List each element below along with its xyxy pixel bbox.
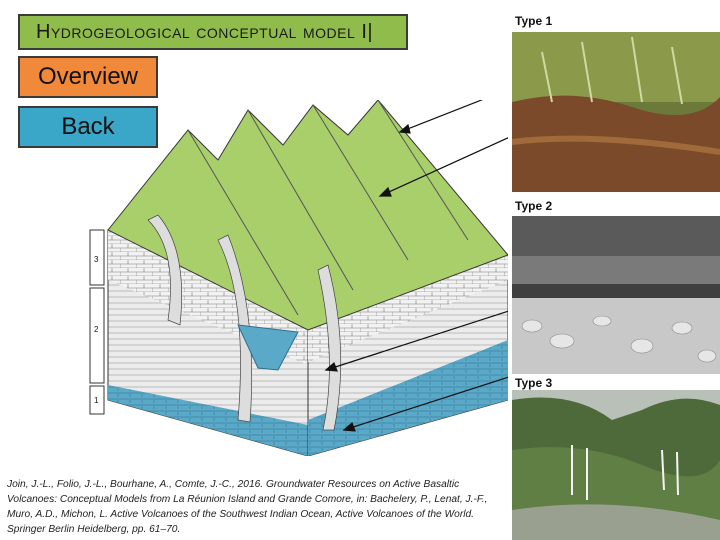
arrow-type-3b <box>343 376 508 431</box>
photo-type-3 <box>512 390 720 540</box>
ridge-lines <box>187 100 469 316</box>
zone-label-1: 1 <box>94 396 99 405</box>
gully-3 <box>317 264 342 431</box>
arrow-type-2-head <box>378 186 392 197</box>
slide-title-text: Hydrogeological conceptual model I <box>36 20 368 43</box>
photo-label-type-1: Type 1 <box>515 14 553 28</box>
callout-arrows <box>324 100 508 432</box>
right-saturated-zone <box>308 340 508 456</box>
right-brick-zone <box>308 255 508 362</box>
arrow-type-1-head <box>398 123 411 134</box>
arrow-type-3 <box>325 310 508 371</box>
gully-2 <box>217 234 253 423</box>
gully-1 <box>147 214 183 326</box>
photo-label-type-3: Type 3 <box>515 376 553 390</box>
zone-label-3: 3 <box>94 255 99 264</box>
perched-aquifer <box>237 324 299 371</box>
photo-type-2 <box>512 216 720 374</box>
citation-text: Join, J.-L., Folio, J.-L., Bourhane, A.,… <box>7 479 488 535</box>
arrow-type-2 <box>379 137 508 197</box>
back-button[interactable]: Back <box>18 106 158 148</box>
front-saturated-zone <box>108 385 308 456</box>
slide-title: Hydrogeological conceptual model I| <box>18 14 408 50</box>
zone-scale-2 <box>89 287 105 384</box>
overview-button[interactable]: Overview <box>18 56 158 98</box>
block-diagram: 3 2 1 <box>89 100 508 456</box>
zone-scale-1 <box>89 385 105 415</box>
arrow-type-1 <box>399 100 484 133</box>
photo-label-type-2: Type 2 <box>515 199 553 213</box>
title-cursor: | <box>367 20 374 43</box>
zone-label-2: 2 <box>94 325 99 334</box>
photo-type-1 <box>512 32 720 192</box>
arrow-type-3-head <box>324 361 338 372</box>
zone-scale-3 <box>89 229 105 286</box>
arrow-type-3b-head <box>342 421 356 432</box>
